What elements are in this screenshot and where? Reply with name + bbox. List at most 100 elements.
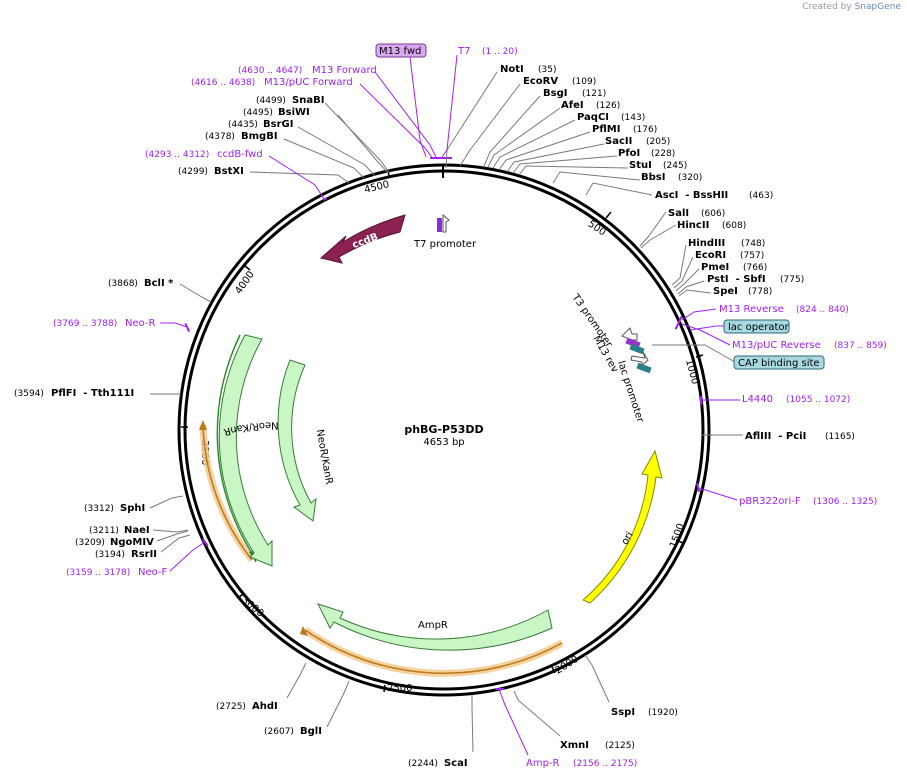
primer-position: (3769 .. 3788): [53, 319, 117, 329]
primer-label[interactable]: L4440: [742, 394, 773, 405]
enzyme-label[interactable]: BbsI: [641, 172, 665, 183]
enzyme-label[interactable]: NotI: [500, 64, 524, 75]
left-enzyme-leaders: [149, 102, 474, 753]
enzyme-label[interactable]: PflMI: [592, 124, 620, 135]
enzyme-label[interactable]: BstXI: [214, 166, 244, 177]
enzyme-label[interactable]: SphI: [120, 503, 145, 514]
enzyme-label[interactable]: HincII: [677, 220, 709, 231]
primer-label[interactable]: M13 Forward: [312, 65, 377, 76]
tick-4000: [244, 265, 251, 271]
enzyme-position: (228): [651, 149, 675, 159]
enzyme-position: (3312): [84, 504, 114, 514]
enzyme-label[interactable]: SalI: [668, 208, 689, 219]
snapgene-credit: Created by SnapGene: [802, 2, 901, 12]
lac-operator-mark: [629, 343, 645, 355]
primer-label[interactable]: pBR322ori-F: [739, 496, 801, 507]
enzyme-label[interactable]: BmgBI: [241, 131, 278, 142]
primer-label[interactable]: T7: [457, 46, 470, 57]
enzyme-position: (748): [741, 239, 765, 249]
cap-binding-site-box[interactable]: [733, 355, 825, 370]
ccdb-feature[interactable]: [319, 214, 406, 264]
enzyme-label[interactable]: RsrII: [131, 549, 157, 560]
plasmid-length: 4653 bp: [423, 437, 464, 448]
enzyme-label[interactable]: ScaI: [444, 758, 468, 769]
lac-operator-box-label: lac operator: [728, 322, 789, 333]
enzyme-label[interactable]: NgoMIV: [110, 537, 154, 548]
enzyme-label[interactable]: NaeI: [124, 525, 150, 536]
t3-promoter-arrow: [621, 327, 638, 341]
primer-position: (4630 .. 4647): [238, 66, 302, 76]
enzyme-label[interactable]: EcoRV: [523, 76, 558, 87]
enzyme-label[interactable]: PaqCI: [577, 112, 609, 123]
primer-position: (2156 .. 2175): [573, 759, 637, 769]
enzyme-label[interactable]: AfeI: [561, 100, 584, 111]
enzyme-position: (121): [582, 89, 606, 99]
enzyme-label[interactable]: HindIII: [688, 238, 725, 249]
enzyme-label[interactable]: AscI - BssHII: [655, 190, 728, 201]
primer-position: (4616 .. 4638): [191, 78, 255, 88]
enzyme-position: (766): [743, 263, 767, 273]
neor-kanr-feature-1[interactable]: [218, 334, 273, 567]
enzyme-label[interactable]: PflFI - Tth111I: [51, 388, 134, 399]
enzyme-label[interactable]: XmnI: [560, 740, 589, 751]
primer-label[interactable]: ccdB-fwd: [217, 149, 263, 160]
enzyme-position: (757): [740, 251, 764, 261]
enzyme-position: (778): [748, 287, 772, 297]
enzyme-label[interactable]: PmeI: [701, 262, 729, 273]
enzyme-label[interactable]: EcoRI: [695, 250, 726, 261]
neo-orange-bar-line: [202, 424, 253, 561]
enzyme-label[interactable]: SpeI: [713, 286, 738, 297]
enzyme-label[interactable]: BsrGI: [263, 119, 293, 130]
enzyme-position: (2244): [408, 759, 438, 769]
primer-position: (1306 .. 1325): [813, 497, 877, 507]
ori-feature[interactable]: [582, 449, 663, 604]
enzyme-label[interactable]: BsiWI: [278, 107, 310, 118]
primer-label[interactable]: M13 Reverse: [719, 304, 784, 315]
enzyme-label[interactable]: BglI: [300, 726, 322, 737]
m13-rev-mark: [625, 337, 641, 349]
enzyme-label[interactable]: SspI: [611, 707, 635, 718]
enzyme-position: (3594): [14, 389, 44, 399]
ampr-label: AmpR: [418, 620, 448, 631]
enzyme-label[interactable]: BclI *: [144, 278, 174, 289]
enzyme-label[interactable]: PstI - SbfI: [707, 274, 766, 285]
primer-label[interactable]: Amp-R: [526, 758, 560, 769]
primer-label[interactable]: Neo-F: [138, 567, 168, 578]
enzyme-label[interactable]: AhdI: [252, 701, 278, 712]
cap-binding-site-mark: [636, 362, 652, 374]
enzyme-label[interactable]: SacII: [605, 136, 632, 147]
enzyme-position: (3211): [89, 526, 119, 536]
tick-2500: [383, 684, 386, 693]
primer-position: (824 .. 840): [796, 305, 849, 315]
enzyme-position: (608): [722, 221, 746, 231]
tick-label-1500: 1500: [668, 522, 687, 550]
enzyme-position: (3209): [75, 538, 105, 548]
primer-mark-ccdb-fwd: [322, 197, 328, 201]
m13-fwd-box[interactable]: [375, 43, 427, 58]
enzyme-label[interactable]: BsgI: [543, 88, 567, 99]
lac-operator-box[interactable]: [723, 319, 790, 334]
enzyme-position: (463): [749, 191, 773, 201]
neor-kanr-feature-2[interactable]: [277, 359, 317, 522]
primer-mark-neo-f: [201, 538, 209, 547]
tick-500: [605, 211, 612, 219]
enzyme-label[interactable]: StuI: [629, 160, 652, 171]
enzyme-label[interactable]: AflIII - PciI: [745, 431, 806, 442]
enzyme-label[interactable]: PfoI: [618, 148, 640, 159]
primer-position: (4293 .. 4312): [145, 150, 209, 160]
primer-label[interactable]: Neo-R: [125, 318, 156, 329]
neo-green-line: [216, 334, 254, 556]
backbone-outer: [177, 163, 711, 697]
ampr-orange-bar-head: [300, 626, 308, 636]
t7-promoter-purple-mark: [437, 218, 442, 232]
tick-label-500: 500: [586, 219, 608, 239]
enzyme-position: (35): [538, 65, 556, 75]
enzyme-label[interactable]: SnaBI: [292, 95, 324, 106]
ampr-feature[interactable]: [317, 603, 553, 651]
tick-3000: [237, 593, 244, 599]
snapgene-logo-text: SnapGene: [854, 2, 901, 12]
primer-label[interactable]: M13/pUC Forward: [264, 77, 353, 88]
right-enzyme-leaders: [445, 71, 743, 737]
primer-label[interactable]: M13/pUC Reverse: [732, 340, 821, 351]
